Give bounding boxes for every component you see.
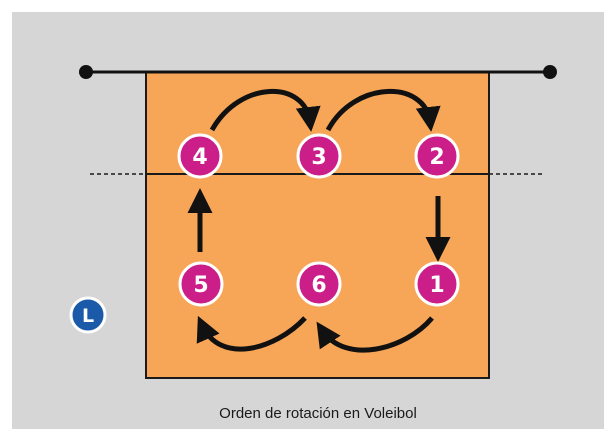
position-5-label: 5 xyxy=(193,273,208,298)
net-post-right xyxy=(543,65,557,79)
arrow-6-to-5 xyxy=(196,315,307,352)
libero-label: L xyxy=(82,305,94,327)
position-1-marker: 1 xyxy=(414,261,460,307)
net-post-left xyxy=(79,65,93,79)
arrow-3-to-2 xyxy=(325,89,441,132)
position-3-label: 3 xyxy=(311,145,326,170)
position-2-marker: 2 xyxy=(414,133,460,179)
position-2-label: 2 xyxy=(429,145,444,170)
position-1-label: 1 xyxy=(429,273,444,298)
position-6-label: 6 xyxy=(311,273,326,298)
position-6-marker: 6 xyxy=(296,261,342,307)
position-4-marker: 4 xyxy=(177,133,223,179)
diagram-caption: Orden de rotación en Voleibol xyxy=(219,405,417,422)
arrow-4-to-3 xyxy=(209,88,321,132)
position-5-marker: 5 xyxy=(178,261,224,307)
position-3-marker: 3 xyxy=(296,133,342,179)
position-4-label: 4 xyxy=(192,145,207,170)
libero-marker: L xyxy=(69,296,107,334)
arrow-1-to-6 xyxy=(316,316,434,353)
